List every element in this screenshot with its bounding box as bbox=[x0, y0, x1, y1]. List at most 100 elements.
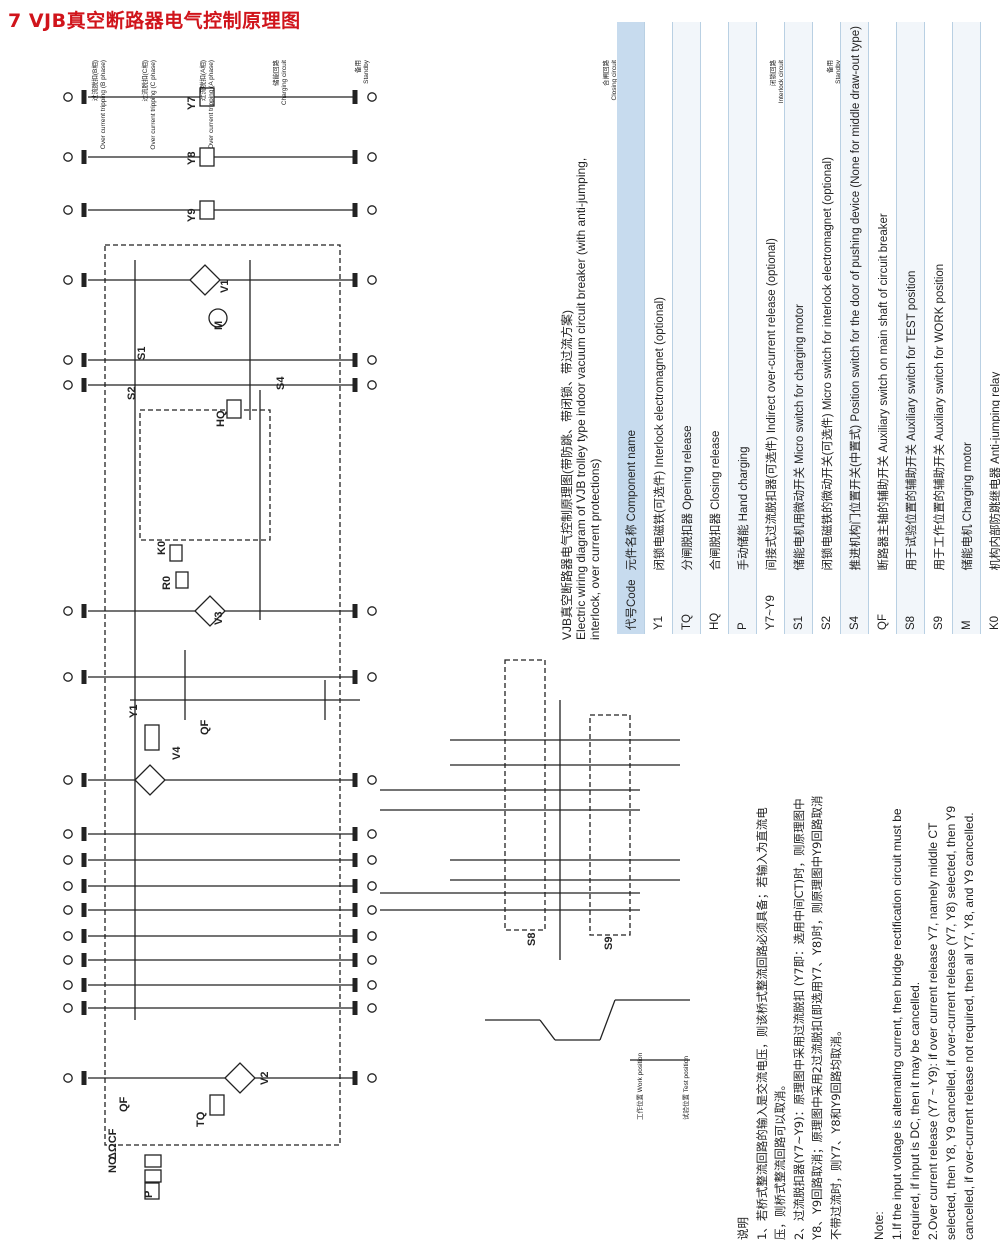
relay-coil bbox=[199, 87, 215, 107]
header-code: 代号Code bbox=[617, 574, 645, 634]
notes-zh: 说明 1、若桥式整流回路的输入是交流电压，则该桥式整流回路必须具备；若输入为直流… bbox=[734, 680, 845, 1241]
mechanism-enclosure bbox=[104, 244, 341, 1146]
notes-zh-line: 压，则桥式整流回路可以取消。 bbox=[773, 1079, 787, 1240]
section-label: 备用Standby bbox=[353, 59, 370, 84]
component-code: P bbox=[728, 574, 757, 634]
terminal bbox=[367, 931, 377, 941]
component-code: S4 bbox=[840, 574, 869, 634]
terminal bbox=[367, 980, 377, 990]
section-label-en: Interlock circuit bbox=[778, 60, 785, 104]
component-name: 机构内部防跳继电器 Anti-jumping relay bbox=[980, 22, 1000, 575]
r0-resistor bbox=[175, 571, 189, 589]
terminal bbox=[63, 672, 73, 682]
terminal bbox=[367, 355, 377, 365]
section-label-en: Over current tripping (A phase) bbox=[208, 60, 215, 149]
section-label-zh: 过流脱扣(C相) bbox=[140, 60, 149, 102]
section-label-zh: 合闸回路 bbox=[601, 60, 610, 87]
terminal bbox=[367, 855, 377, 865]
test-position-label: 试验位置 Test position bbox=[681, 1056, 690, 1120]
terminal bbox=[367, 275, 377, 285]
wire bbox=[599, 999, 616, 1041]
s8-box bbox=[504, 659, 546, 931]
section-label-en: Over current tripping (C phase) bbox=[150, 60, 157, 150]
component-name: 储能电机 Charging motor bbox=[952, 22, 981, 575]
component-name: 断路器主轴的辅助开关 Auxiliary switch on main shaf… bbox=[868, 22, 897, 575]
component-name: 闭锁电磁铁的微动开关(可选件) Micro switch for interlo… bbox=[812, 22, 841, 575]
work-position-label: 工作位置 Work position bbox=[635, 1053, 644, 1120]
terminal bbox=[367, 955, 377, 965]
charging-motor bbox=[208, 308, 228, 328]
component-table-header: 代号Code 元件名称 Component name bbox=[617, 22, 645, 634]
terminal bbox=[367, 1003, 377, 1013]
component-code: QF bbox=[868, 574, 897, 634]
notes-en-line: 2.Over current release (Y7 ~ Y9): if ove… bbox=[926, 822, 940, 1240]
component-label: V3 bbox=[213, 612, 225, 625]
component-label: S4 bbox=[275, 376, 287, 390]
component-label: P bbox=[143, 1191, 155, 1198]
component-name: 间接式过流脱扣器(可选件) Indirect over-current rele… bbox=[756, 22, 785, 575]
terminal bbox=[367, 672, 377, 682]
component-label: HQ bbox=[215, 410, 227, 427]
section-label: 备用Standby bbox=[825, 59, 842, 84]
component-label: S8 bbox=[526, 933, 538, 946]
component-label: Y7 bbox=[186, 97, 198, 110]
header-name: 元件名称 Component name bbox=[617, 22, 645, 575]
rectifier-bridge bbox=[194, 595, 226, 627]
terminal bbox=[367, 775, 377, 785]
component-code: HQ bbox=[700, 574, 729, 634]
rectifier-bridge bbox=[189, 264, 221, 296]
section-label-zh: 过流脱扣(B相) bbox=[90, 60, 99, 101]
hq-coil bbox=[226, 399, 242, 419]
component-code: S2 bbox=[812, 574, 841, 634]
component-label: Y8 bbox=[186, 152, 198, 165]
terminal bbox=[63, 881, 73, 891]
component-name: 闭锁电磁铁(可选件) Interlock electromagnet (opti… bbox=[644, 22, 673, 575]
component-label: V4 bbox=[171, 746, 183, 760]
notes-zh-heading: 说明 bbox=[736, 1217, 750, 1240]
section-label-zh: 备用 bbox=[353, 60, 362, 73]
notes-zh-line: 1、若桥式整流回路的输入是交流电压，则该桥式整流回路必须具备；若输入为直流电 bbox=[754, 807, 769, 1240]
component-label: R0 bbox=[161, 576, 173, 590]
section-label: 合闸回路Closing circuit bbox=[601, 60, 618, 101]
component-name: 储能电机用微动开关 Micro switch for charging moto… bbox=[784, 22, 813, 575]
section-label-zh: 过流脱扣(A相) bbox=[198, 60, 207, 101]
section-label-zh: 闭锁回路 bbox=[768, 60, 777, 87]
notes-en-line: required, if input is DC, then it may be… bbox=[908, 981, 922, 1240]
terminal bbox=[63, 606, 73, 616]
caption-en-line-2: interlock, over current protections) bbox=[588, 458, 602, 640]
p-contact bbox=[144, 1182, 160, 1200]
terminal bbox=[63, 1073, 73, 1083]
tq-coil bbox=[209, 1094, 225, 1116]
component-code: S1 bbox=[784, 574, 813, 634]
section-label-zh: 备用 bbox=[825, 60, 834, 73]
component-label: TQ bbox=[195, 1111, 207, 1127]
terminal bbox=[367, 1073, 377, 1083]
component-label: S9 bbox=[603, 937, 615, 950]
terminal bbox=[367, 152, 377, 162]
component-code: TQ bbox=[672, 574, 701, 634]
y1-coil bbox=[144, 724, 160, 751]
section-label-en: Standby bbox=[363, 59, 370, 84]
no-contact bbox=[144, 1169, 162, 1183]
section-label: 储能回路Charging circuit bbox=[271, 60, 288, 106]
section-label: 过流脱扣(A相)Over current tripping (A phase) bbox=[198, 60, 215, 149]
component-name: 手动储能 Hand charging bbox=[728, 22, 757, 575]
component-code: M bbox=[952, 574, 981, 634]
component-label: K0 bbox=[156, 541, 168, 555]
terminal bbox=[63, 905, 73, 915]
component-code: Y1 bbox=[644, 574, 673, 634]
notes-zh-line: 不带过流时，则Y7、Y8和Y9回路均取消。 bbox=[828, 1024, 843, 1240]
component-label: M bbox=[213, 321, 225, 330]
component-name: 用于试验位置的辅助开关 Auxiliary switch for TEST po… bbox=[896, 22, 925, 575]
notes-en-line: 1.If the input voltage is alternating cu… bbox=[890, 808, 904, 1240]
rectifier-bridge bbox=[224, 1062, 256, 1094]
terminal bbox=[63, 855, 73, 865]
component-label: Y9 bbox=[186, 209, 198, 222]
hq-box bbox=[139, 409, 271, 541]
